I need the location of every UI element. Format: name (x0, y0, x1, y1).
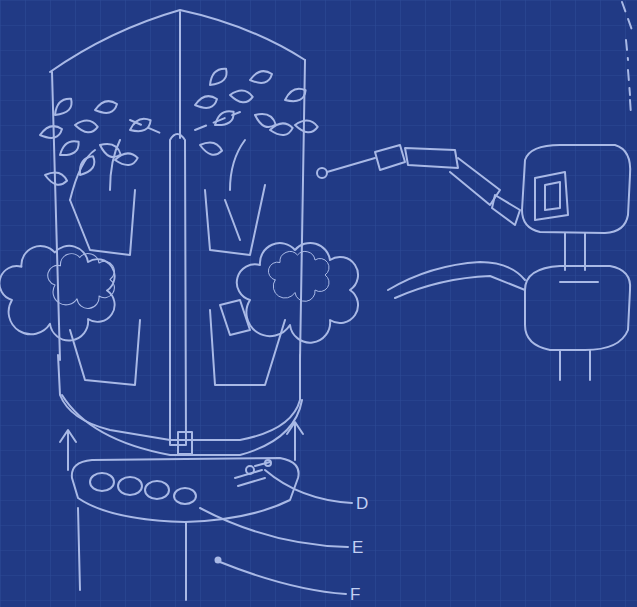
callout-letter: E (352, 539, 363, 556)
callout-letter: F (350, 586, 360, 603)
callout-letter: D (356, 495, 368, 512)
